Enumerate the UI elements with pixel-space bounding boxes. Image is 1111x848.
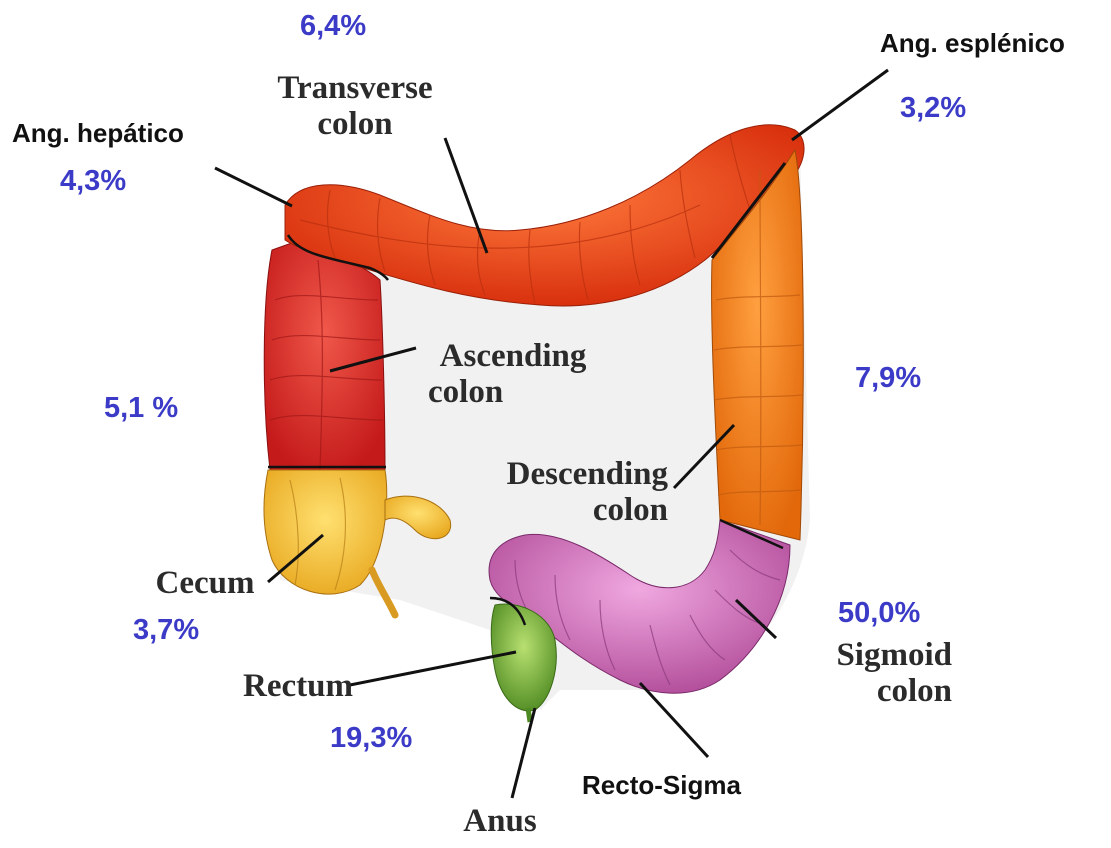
pct-transverse: 6,4%: [300, 10, 366, 42]
ang-esplenico-label: Ang. esplénico: [880, 28, 1065, 58]
leader-ang-esplenico: [792, 70, 888, 140]
ascending-colon-label: Ascending colon: [418, 338, 608, 410]
pct-cecum: 3,7%: [133, 614, 199, 646]
recto-sigma-label: Recto-Sigma: [582, 770, 741, 800]
rectum-label: Rectum: [228, 668, 368, 704]
sigmoid-colon-label: Sigmoid colon: [792, 637, 952, 709]
pct-sigmoid: 50,0%: [838, 597, 920, 629]
cecum-label-text: Cecum: [135, 565, 275, 601]
transverse-colon-label: Transverse colon: [250, 70, 460, 142]
sigmoid-label-line2: colon: [792, 673, 952, 709]
descending-label-line2: colon: [452, 492, 668, 528]
leader-rectum: [350, 652, 516, 685]
anus-label-text: Anus: [440, 803, 560, 839]
descending-colon-label: Descending colon: [452, 456, 668, 528]
ascending-label-line2: colon: [418, 374, 608, 410]
ascending-label-line1: Ascending: [418, 338, 608, 374]
anus-shape: [528, 708, 530, 722]
anus-label: Anus: [440, 803, 560, 839]
leader-ang-hepatico: [215, 168, 292, 206]
sigmoid-label-line1: Sigmoid: [792, 637, 952, 673]
pct-ang-hepatico: 4,3%: [60, 165, 126, 197]
rectum-label-text: Rectum: [228, 668, 368, 704]
cecum-label: Cecum: [135, 565, 275, 601]
ang-hepatico-label: Ang. hepático: [12, 118, 184, 148]
ascending-colon-shape: [264, 240, 385, 470]
descending-label-line1: Descending: [452, 456, 668, 492]
pct-ang-esplenico: 3,2%: [900, 92, 966, 124]
pct-descending: 7,9%: [855, 362, 921, 394]
leader-anus: [512, 708, 535, 798]
pct-rectum: 19,3%: [330, 722, 412, 754]
transverse-label-line1: Transverse: [250, 70, 460, 106]
pct-ascending: 5,1 %: [104, 392, 178, 424]
leader-recto-sigma: [640, 683, 708, 757]
transverse-label-line2: colon: [250, 106, 460, 142]
